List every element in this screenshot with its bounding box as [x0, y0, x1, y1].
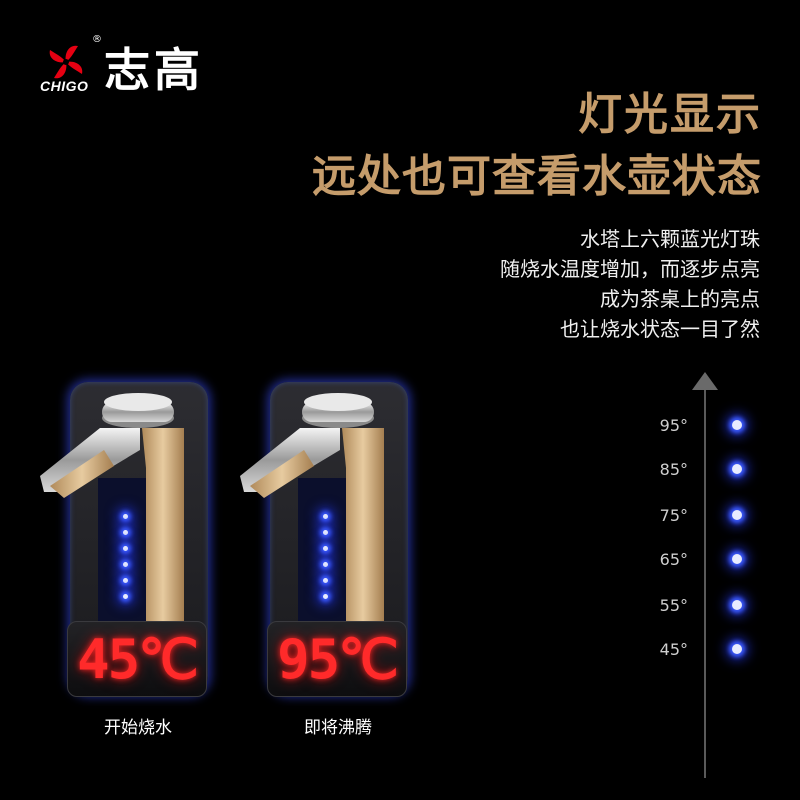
description-line: 随烧水温度增加，而逐步点亮 [500, 257, 760, 281]
temperature-display: 95℃ [267, 621, 407, 697]
description-line: 水塔上六颗蓝光灯珠 [580, 227, 760, 251]
temperature-readout: 95℃ [277, 627, 399, 691]
kettle-led [323, 514, 328, 519]
kettle-led [123, 546, 128, 551]
scale-led [732, 420, 742, 430]
kettle-led [123, 530, 128, 535]
scale-led [732, 510, 742, 520]
description-line: 也让烧水状态一目了然 [560, 317, 760, 341]
kettle-tower-icon [40, 393, 184, 623]
scale-label: 45° [659, 640, 688, 659]
description-line: 成为茶桌上的亮点 [600, 287, 760, 311]
scale-label: 75° [659, 506, 688, 525]
kettle-led [123, 594, 128, 599]
headline-subtitle: 远处也可查看水壶状态 [312, 151, 762, 202]
temperature-display: 45℃ [67, 621, 207, 697]
kettle-led [123, 514, 128, 519]
chigo-logo-icon [49, 45, 83, 79]
temperature-scale-axis [704, 388, 706, 778]
headline-title: 灯光显示 [578, 89, 762, 140]
brand-name-en: CHIGO [40, 78, 89, 94]
scale-label: 85° [659, 460, 688, 479]
kettle-led [323, 530, 328, 535]
scale-label: 55° [659, 596, 688, 615]
scale-label: 95° [659, 416, 688, 435]
kettle-led [323, 546, 328, 551]
temperature-readout: 45℃ [77, 627, 199, 691]
scale-label: 65° [659, 550, 688, 569]
scale-led [732, 644, 742, 654]
kettle-led [323, 594, 328, 599]
brand-name-cn: 志高 [104, 43, 204, 97]
scale-led [732, 554, 742, 564]
kettle-caption: 即将沸腾 [304, 718, 372, 738]
kettle-caption: 开始烧水 [104, 718, 172, 738]
kettle-tower-icon [240, 393, 384, 623]
feature-description: 水塔上六颗蓝光灯珠 随烧水温度增加，而逐步点亮 成为茶桌上的亮点 也让烧水状态一… [500, 224, 760, 344]
kettle-led [323, 578, 328, 583]
registered-mark: ® [92, 34, 102, 45]
kettle-led [123, 578, 128, 583]
kettle-led [123, 562, 128, 567]
scale-led [732, 600, 742, 610]
scale-led [732, 464, 742, 474]
kettle-led [323, 562, 328, 567]
arrow-up-icon [692, 372, 718, 390]
